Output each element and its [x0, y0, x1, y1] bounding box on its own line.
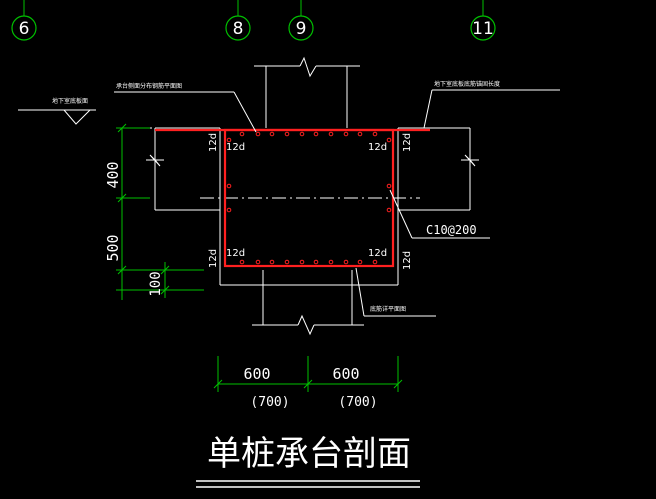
- bottom-rebar-label: 底筋详平面图: [370, 305, 406, 313]
- axis-9-label: 9: [296, 19, 307, 39]
- dim-600-left: 600: [243, 365, 270, 383]
- vertical-dimension-lines: [116, 123, 204, 300]
- rebar-cage: [155, 128, 430, 268]
- label-12d-left-bottom: 12d: [208, 249, 219, 268]
- label-12d-inner-left-bottom: 12d: [226, 248, 245, 259]
- label-12d-right-bottom: 12d: [402, 251, 413, 270]
- label-12d-left-top: 12d: [208, 133, 219, 152]
- horizontal-dimension-lines: [213, 356, 403, 392]
- label-12d-inner-right-top: 12d: [368, 142, 387, 153]
- dim-700-left: (700): [250, 395, 289, 410]
- ground-level-symbol: [18, 109, 152, 129]
- axis-8: 8: [225, 0, 251, 41]
- drawing-title: 单桩承台剖面: [207, 434, 411, 474]
- column-outline: [254, 56, 360, 128]
- dim-100: 100: [148, 271, 164, 296]
- axis-11: 11: [470, 0, 496, 41]
- pile-outline: [252, 270, 364, 336]
- axis-11-label: 11: [472, 19, 494, 39]
- stirrup-label: C10@200: [426, 223, 477, 237]
- label-12d-right-top: 12d: [402, 133, 413, 152]
- label-12d-inner-right-bottom: 12d: [368, 248, 387, 259]
- leaders: [114, 89, 560, 317]
- dim-600-right: 600: [332, 365, 359, 383]
- axis-8-label: 8: [233, 19, 244, 39]
- floor-slab: [146, 127, 479, 211]
- title-underline: [196, 480, 420, 488]
- axis-6: 6: [11, 0, 37, 41]
- dim-700-right: (700): [338, 395, 377, 410]
- dim-500: 500: [104, 234, 122, 261]
- cap-side-rebar-label: 承台侧面分布钢筋平面图: [116, 82, 182, 90]
- basement-rebar-anchor-label: 地下室底板底筋锚固长度: [434, 80, 500, 88]
- axis-9: 9: [288, 0, 314, 41]
- label-12d-inner-left-top: 12d: [226, 142, 245, 153]
- dim-400: 400: [104, 161, 122, 188]
- rebar-dots: [226, 131, 392, 265]
- basement-floor-left-label: 地下室底板面: [52, 97, 88, 105]
- axis-6-label: 6: [19, 19, 30, 39]
